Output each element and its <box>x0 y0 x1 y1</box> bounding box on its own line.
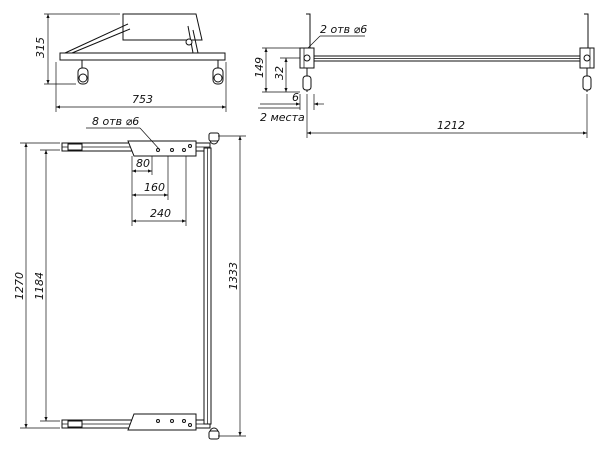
top-view: 8 отв ⌀6 80 160 240 1270 1184 1333 <box>13 115 246 440</box>
dim-315: 315 <box>34 37 47 58</box>
top-rail-upper <box>61 140 211 157</box>
dim-1333: 1333 <box>227 262 240 290</box>
dim-places: 2 места <box>260 111 305 124</box>
dim-149: 149 <box>253 57 266 78</box>
side-pivot <box>185 38 193 46</box>
side-wheel-left <box>77 60 89 85</box>
front-left-upright <box>299 13 315 92</box>
dim-80: 80 <box>136 157 150 170</box>
dim-32: 32 <box>273 66 286 80</box>
front-right-upright <box>579 13 595 92</box>
side-wheel-right <box>212 60 224 85</box>
dim-1184: 1184 <box>33 272 46 300</box>
front-holes-label: 2 отв ⌀6 <box>320 23 367 36</box>
top-holes-label: 8 отв ⌀6 <box>92 115 139 128</box>
dim-6: 6 <box>292 91 299 104</box>
top-rail-lower <box>61 413 211 431</box>
side-view: 315 753 <box>34 13 227 112</box>
front-view: 2 отв ⌀6 149 32 6 2 места 1212 <box>253 13 595 138</box>
side-handle-box <box>122 13 203 41</box>
side-base-bar <box>59 52 226 61</box>
side-diagonal-2 <box>71 28 131 54</box>
dim-160: 160 <box>144 181 165 194</box>
dim-240: 240 <box>150 207 171 220</box>
side-diagonal-1 <box>64 23 129 54</box>
dim-1212: 1212 <box>437 119 465 132</box>
dim-1270: 1270 <box>13 272 26 300</box>
dim-753: 753 <box>132 93 153 106</box>
